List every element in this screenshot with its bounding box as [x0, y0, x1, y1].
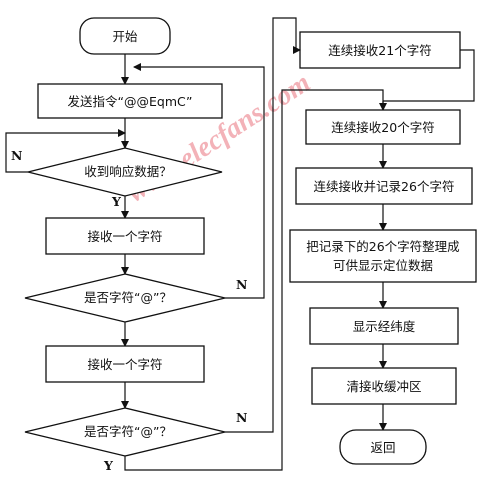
receive-21-box — [299, 31, 461, 69]
decision1-label: 收到响应数据？ — [84, 164, 172, 179]
start-label: 开始 — [112, 29, 138, 44]
organize-data-box — [289, 229, 477, 283]
clear-buffer-box — [311, 367, 457, 405]
decision3-no-label: N — [236, 410, 247, 425]
loop-decision1-no — [5, 129, 126, 173]
path-decision3-yes — [124, 89, 384, 471]
receive-20-box — [305, 109, 461, 145]
receive-record-26-box — [295, 167, 473, 205]
receive-record-26-label: 连续接收并记录26个字符 — [314, 179, 455, 194]
clear-buffer-label: 清接收缓冲区 — [346, 379, 421, 394]
show-coordinates-box — [309, 307, 459, 345]
receive-char-box-2 — [45, 345, 205, 383]
show-coordinates-label: 显示经纬度 — [353, 319, 416, 334]
organize-label-line1: 把记录下的26个字符整理成 — [306, 239, 459, 254]
arrow-into-receive-21 — [293, 40, 301, 54]
path-receive21-to-receive20 — [383, 49, 475, 102]
receive-char-box-1 — [45, 217, 205, 255]
organize-label-line2: 可供显示定位数据 — [333, 258, 433, 273]
send-command-box — [37, 83, 223, 119]
send-command-label: 发送指令“@@EqmC” — [68, 94, 193, 109]
loop-decision3-no — [225, 17, 297, 433]
decision1-no-label: N — [11, 148, 22, 163]
loop-decision2-no — [133, 63, 265, 299]
receive-char-label-2: 接收一个字符 — [87, 357, 162, 372]
decision3-yes-label: Y — [103, 458, 114, 473]
decision2-label: 是否字符“@”？ — [84, 290, 172, 305]
decision1-yes-label: Y — [111, 194, 122, 209]
decision2-no-label: N — [236, 277, 247, 292]
receive-21-label: 连续接收21个字符 — [328, 43, 431, 58]
receive-char-label-1: 接收一个字符 — [87, 229, 162, 244]
decision3-label: 是否字符“@”？ — [84, 424, 172, 439]
end-label: 返回 — [370, 440, 395, 455]
receive-20-label: 连续接收20个字符 — [331, 120, 434, 135]
end-terminal — [339, 429, 427, 465]
